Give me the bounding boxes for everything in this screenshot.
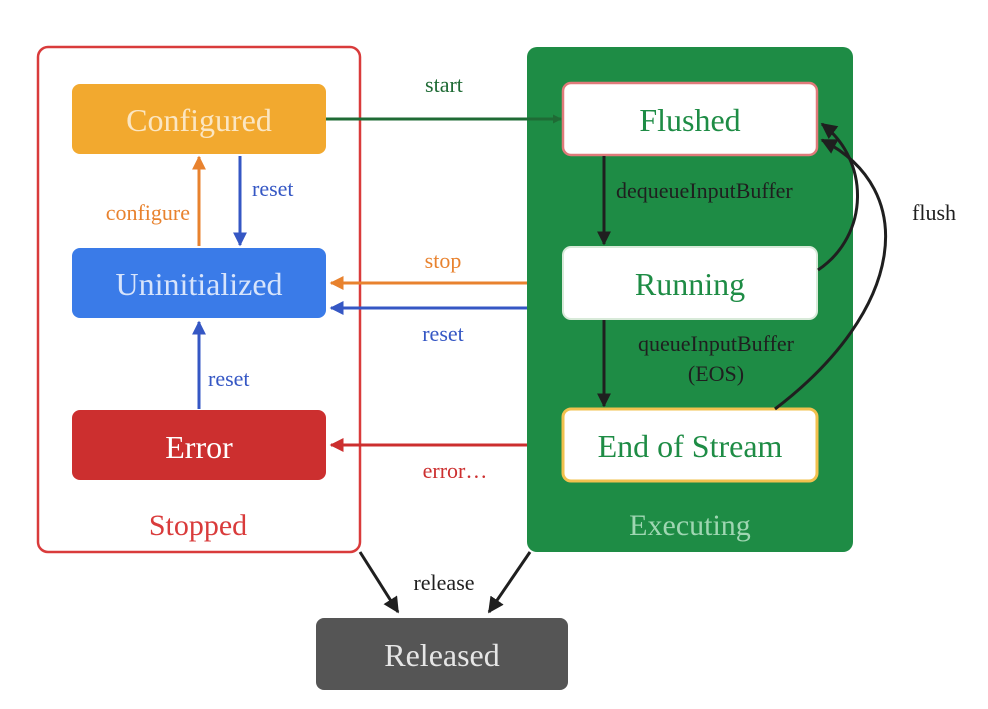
executing-group-label: Executing xyxy=(629,509,751,542)
state-uninitialized xyxy=(72,248,326,318)
state-flushed xyxy=(561,81,819,157)
label-reset-executing: reset xyxy=(422,321,464,346)
state-error-label: Error xyxy=(165,429,233,465)
label-release: release xyxy=(413,570,474,595)
state-running xyxy=(562,246,818,320)
state-flushed-label: Flushed xyxy=(639,102,740,138)
label-configure: configure xyxy=(106,200,190,225)
label-queue-line1: queueInputBuffer xyxy=(638,331,795,356)
arrow-flush-running xyxy=(817,122,859,272)
label-queue-line2: (EOS) xyxy=(688,361,744,386)
arrow-release-stopped xyxy=(358,551,400,614)
label-reset-error: reset xyxy=(208,366,250,391)
label-error: error… xyxy=(423,458,488,483)
label-stop: stop xyxy=(425,248,462,273)
label-start: start xyxy=(425,72,463,97)
state-uninitialized-label: Uninitialized xyxy=(115,266,282,302)
state-configured xyxy=(72,84,326,154)
state-released-label: Released xyxy=(384,637,500,673)
arrow-flush-eos xyxy=(774,138,887,411)
state-end-of-stream xyxy=(561,407,819,483)
stopped-group-label: Stopped xyxy=(149,509,247,542)
state-end-of-stream-label: End of Stream xyxy=(598,428,783,464)
state-released xyxy=(316,618,568,690)
label-dequeue: dequeueInputBuffer xyxy=(616,178,793,203)
state-error xyxy=(72,410,326,480)
label-flush: flush xyxy=(912,200,956,225)
state-running-label: Running xyxy=(635,266,745,302)
label-reset-configured: reset xyxy=(252,176,294,201)
state-configured-label: Configured xyxy=(126,102,272,138)
arrow-release-executing xyxy=(487,551,532,614)
